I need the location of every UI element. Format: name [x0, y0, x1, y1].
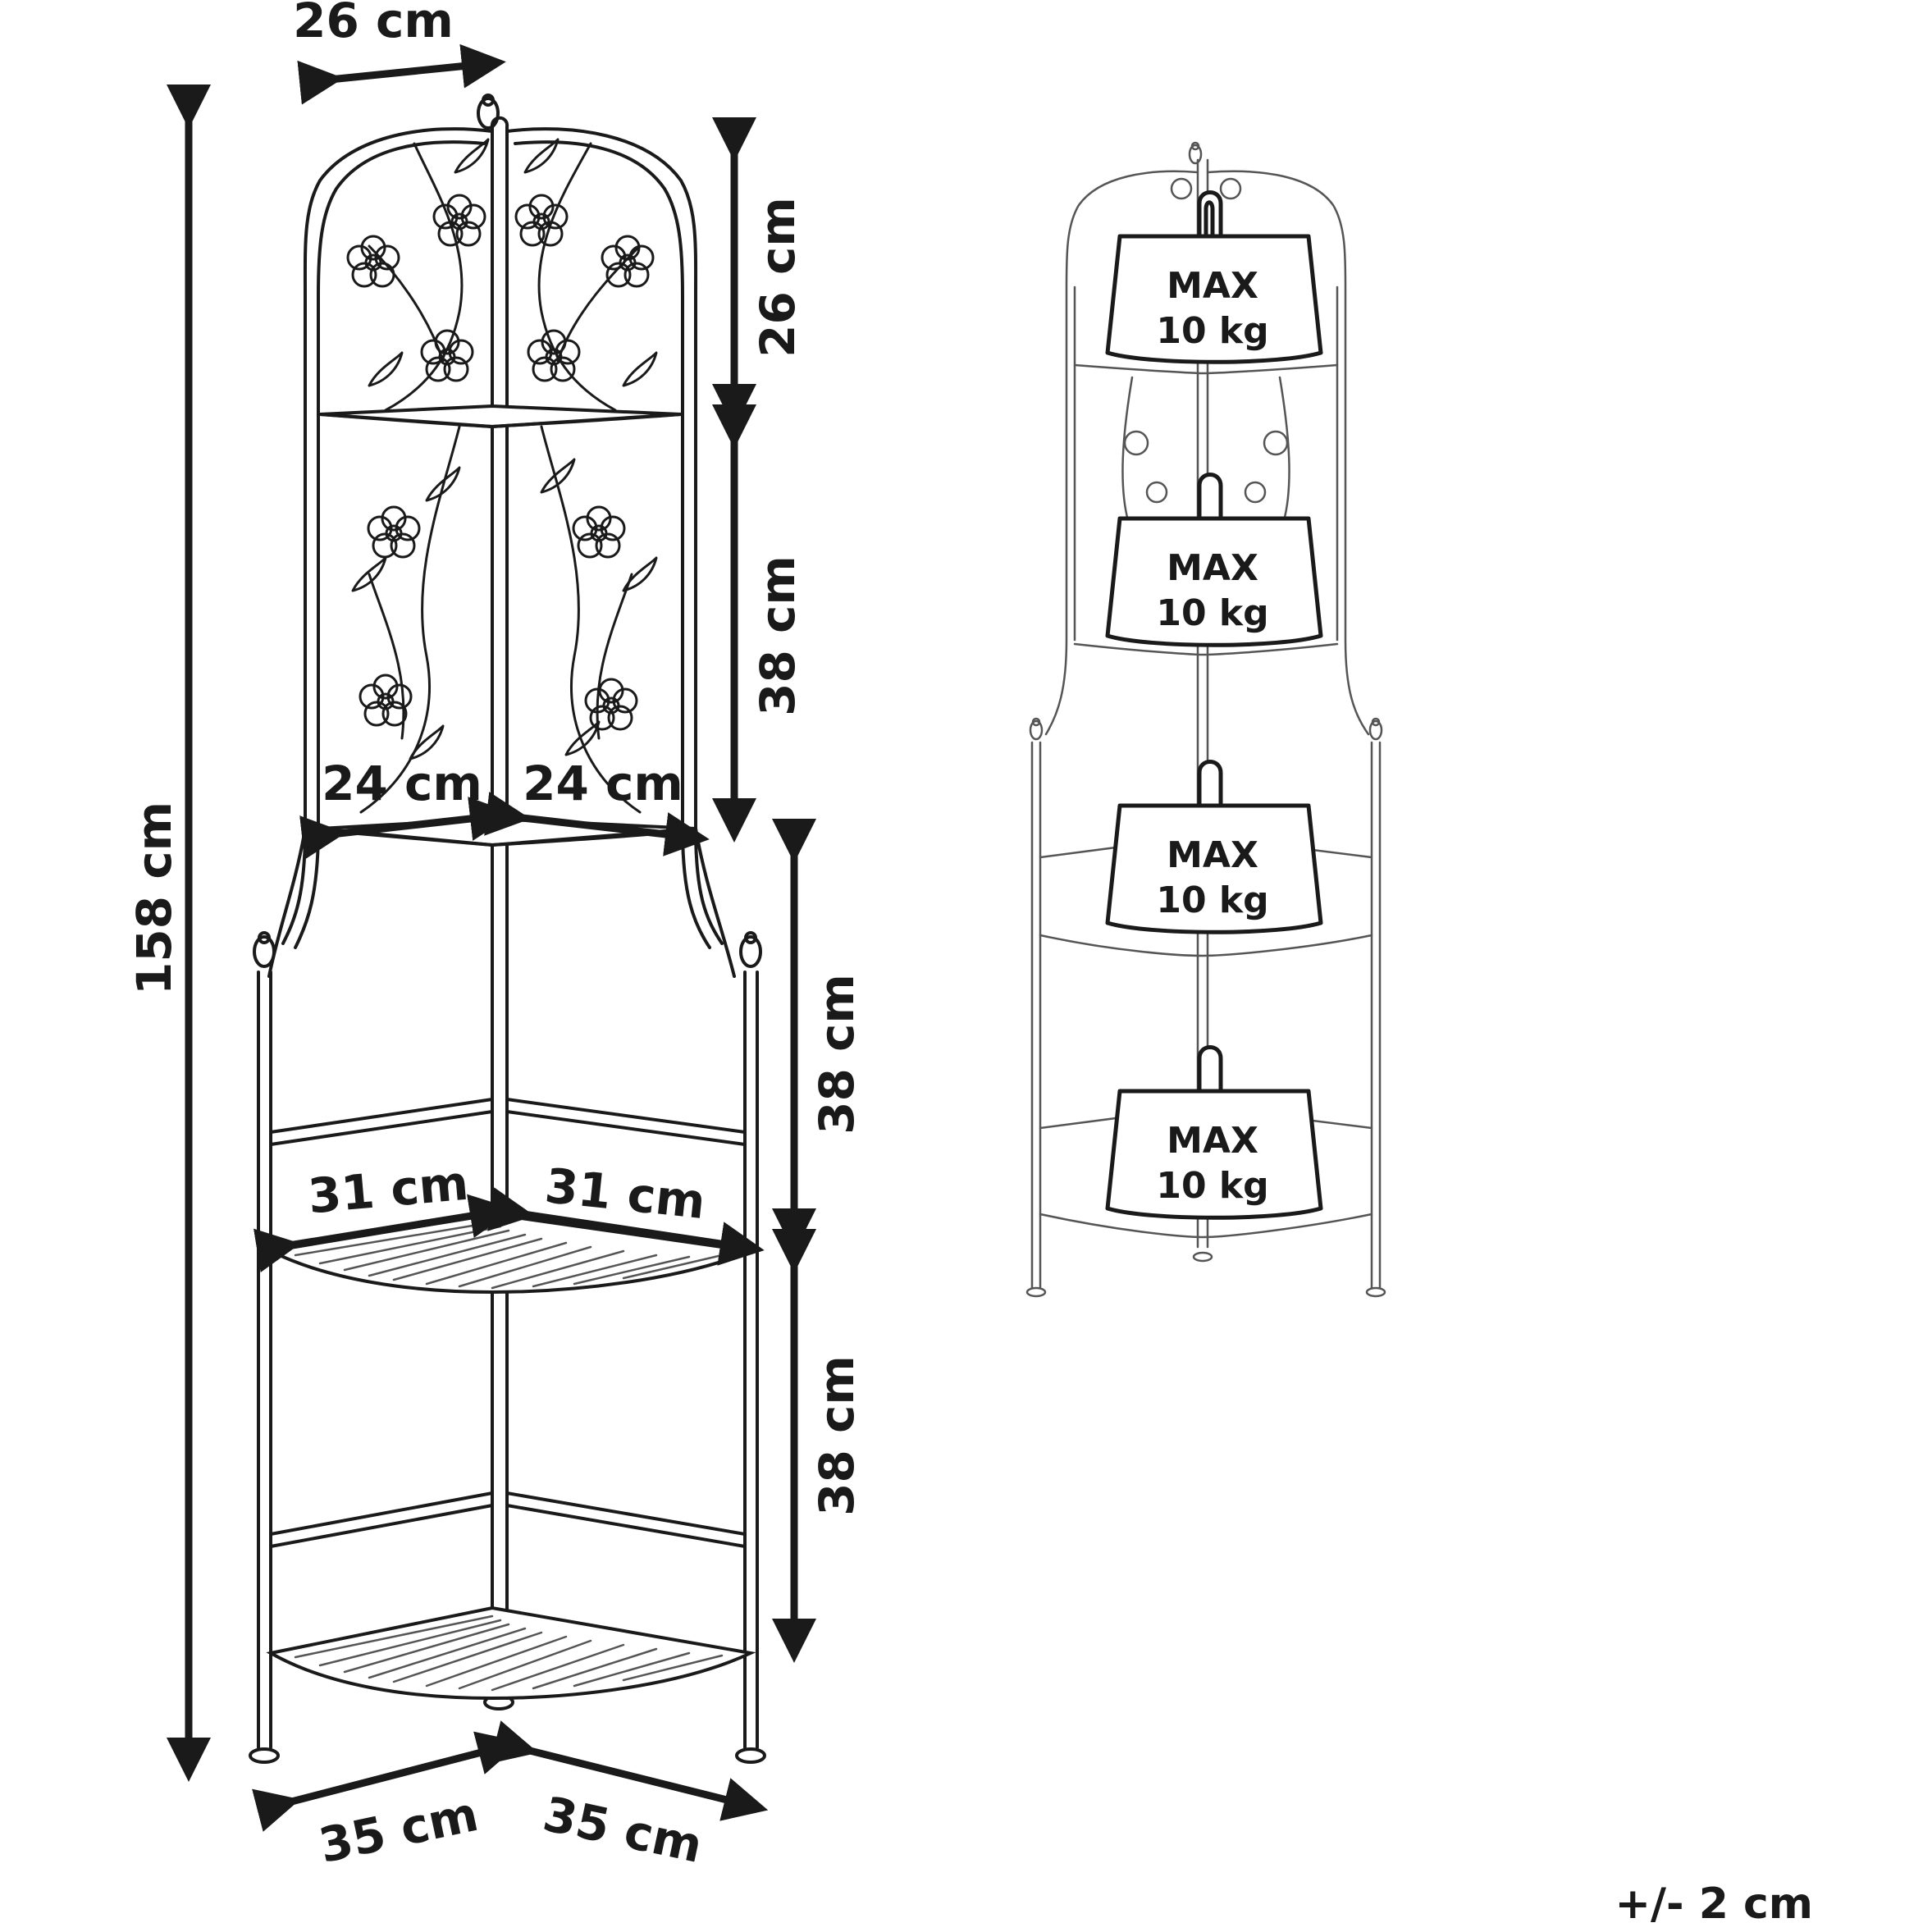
shelf-drawing-dimensioned: 26 cm 158 cm 26 cm 38 cm 38 cm 38 cm 24 …	[126, 0, 865, 1874]
weight-1-kg: 10 kg	[1156, 310, 1268, 352]
weight-3-max: MAX	[1167, 834, 1258, 876]
weight-icon-1	[1105, 190, 1323, 364]
weight-2-max: MAX	[1167, 547, 1258, 589]
arrow-upper-shelf-left	[299, 797, 514, 860]
label-base-right: 35 cm	[538, 1786, 707, 1874]
arrow-base-right	[490, 1720, 769, 1821]
arrow-middle-shelf-right	[487, 1187, 765, 1266]
label-bottom-section: 38 cm	[809, 1355, 865, 1516]
weight-2-kg: 10 kg	[1156, 592, 1268, 634]
weight-4-kg: 10 kg	[1156, 1165, 1268, 1207]
label-upper-shelf-right: 24 cm	[523, 756, 683, 811]
weight-4-max: MAX	[1167, 1120, 1258, 1162]
label-total-height: 158 cm	[126, 802, 182, 995]
weight-icon-4	[1105, 1045, 1323, 1220]
weight-3-kg: 10 kg	[1156, 879, 1268, 921]
label-middle-shelf-left: 31 cm	[306, 1155, 471, 1225]
arrow-upper-shelf-right	[484, 792, 710, 856]
tolerance-note: +/- 2 cm	[1615, 1879, 1813, 1929]
shelf-drawing-load-capacity: MAX 10 kg MAX 10 kg MAX 10 kg MAX 10 kg	[1025, 141, 1386, 1298]
weight-icon-2	[1105, 473, 1323, 647]
arrow-base-left	[252, 1731, 523, 1832]
label-top-section: 26 cm	[750, 197, 806, 358]
arrow-middle-shelf-left	[253, 1194, 514, 1272]
label-third-section: 38 cm	[809, 974, 865, 1135]
label-second-section: 38 cm	[750, 555, 806, 716]
label-upper-shelf-left: 24 cm	[322, 756, 482, 811]
label-base-left: 35 cm	[314, 1786, 483, 1874]
weight-1-max: MAX	[1167, 265, 1258, 307]
weight-icon-3	[1105, 760, 1323, 934]
label-top-depth: 26 cm	[293, 0, 454, 48]
arrow-top-depth	[297, 43, 506, 105]
